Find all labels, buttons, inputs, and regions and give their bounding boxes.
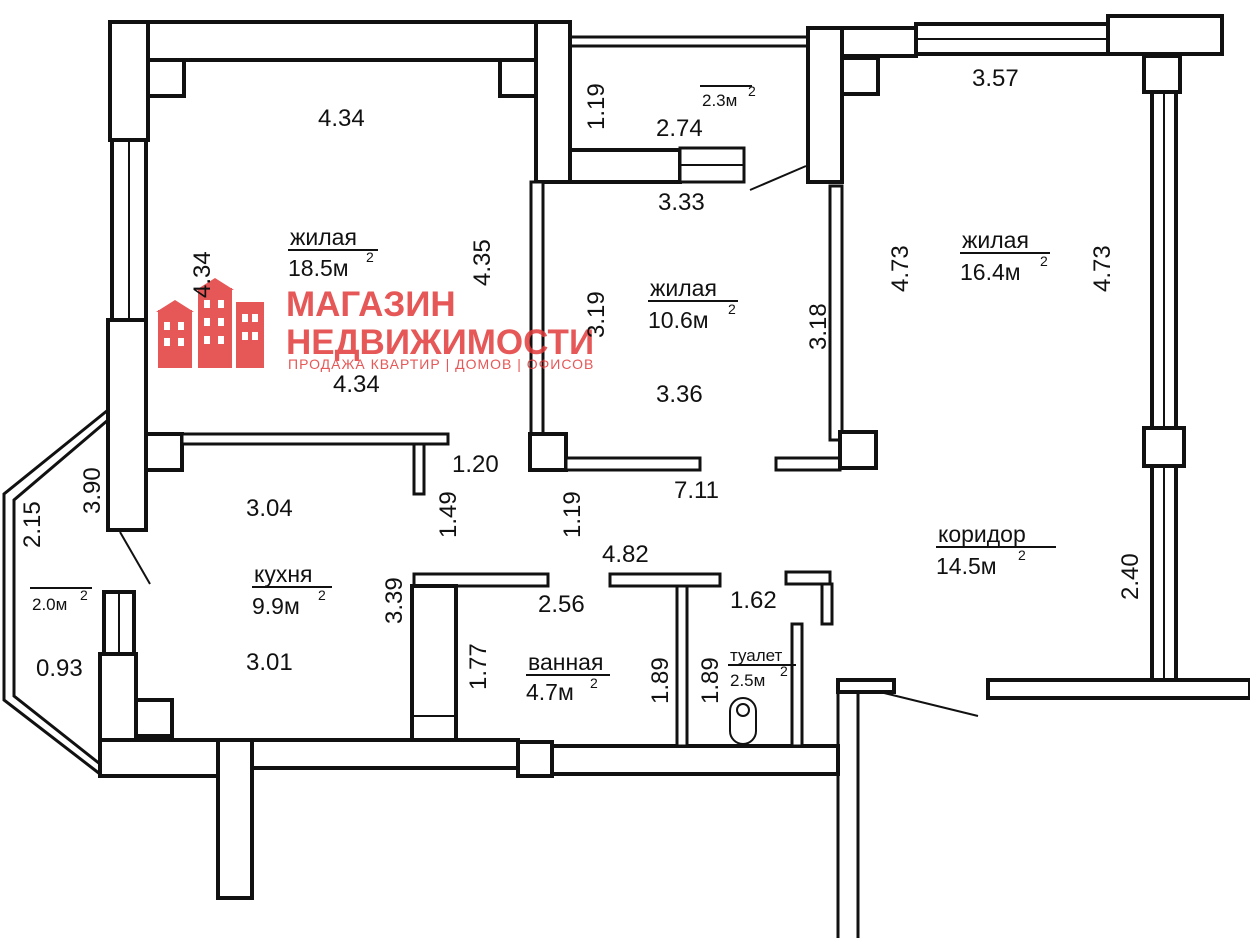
column <box>1142 54 1182 94</box>
dimension-label: 3.04 <box>246 495 293 522</box>
room-label-living2: жилая <box>650 275 717 301</box>
dimension-label: 3.36 <box>656 381 703 408</box>
dimension-label: 1.20 <box>452 451 499 478</box>
balcony-outline <box>2 408 109 776</box>
svg-text:2: 2 <box>1040 253 1048 269</box>
svg-text:2: 2 <box>728 301 736 317</box>
dimension-label: 4.34 <box>318 105 365 132</box>
dimension-label: 3.33 <box>658 189 705 216</box>
room-area-toilet: 2.5м <box>730 671 765 690</box>
dimension-label: 4.73 <box>1089 245 1116 292</box>
dimension-label: 3.39 <box>381 577 408 624</box>
room-label-toilet: туалет <box>730 646 783 665</box>
room-area-balcony-top: 2.3м <box>702 91 737 110</box>
logo-tagline: ПРОДАЖА КВАРТИР | ДОМОВ | ОФИСОВ <box>288 356 594 372</box>
dimension-label: 1.19 <box>583 83 610 130</box>
column <box>146 58 186 98</box>
dimension-label: 2.40 <box>1117 553 1144 600</box>
svg-text:2: 2 <box>1018 547 1026 563</box>
logo-line2: НЕДВИЖИМОСТИ <box>286 323 594 362</box>
logo-line1: МАГАЗИН <box>286 285 456 324</box>
wall <box>564 456 702 472</box>
wall <box>180 432 450 446</box>
room-area-living3: 16.4м <box>960 259 1021 285</box>
dimension-label: 1.77 <box>465 643 492 690</box>
wall <box>784 570 832 586</box>
wall <box>216 738 254 900</box>
svg-text:2: 2 <box>590 675 598 691</box>
wall <box>986 678 1250 700</box>
svg-text:2: 2 <box>780 663 788 679</box>
room-area-kitchen: 9.9м <box>252 593 300 619</box>
column <box>134 698 174 738</box>
column <box>528 432 568 472</box>
dimension-label: 4.73 <box>887 245 914 292</box>
dimension-label: 1.89 <box>697 657 724 704</box>
wall <box>828 184 844 442</box>
dimension-label: 3.90 <box>79 467 106 514</box>
wall <box>412 442 426 496</box>
wall <box>550 744 840 776</box>
dimension-label: 1.19 <box>559 491 586 538</box>
wall <box>820 582 834 626</box>
wall <box>568 148 682 184</box>
room-area-bath: 4.7м <box>526 679 574 705</box>
wall <box>250 738 520 770</box>
room-area-corridor: 14.5м <box>936 553 997 579</box>
room-label-corridor: коридор <box>938 521 1026 547</box>
dimension-label: 1.49 <box>435 491 462 538</box>
room-area-living1: 18.5м <box>288 255 349 281</box>
dimension-label: 4.34 <box>333 371 380 398</box>
dimension-label: 0.93 <box>36 655 83 682</box>
logo: МАГАЗИН НЕДВИЖИМОСТИ ПРОДАЖА КВАРТИР | Д… <box>156 278 594 372</box>
room-label-living3: жилая <box>962 227 1029 253</box>
dimension-label: 7.11 <box>674 477 719 504</box>
column <box>498 58 538 98</box>
wall <box>608 572 722 588</box>
wall <box>790 622 804 748</box>
dimension-label: 3.19 <box>583 291 610 338</box>
dimension-label: 4.34 <box>189 251 216 298</box>
toilet-icon <box>729 697 757 745</box>
dimension-label: 1.89 <box>647 657 674 704</box>
dimension-label: 2.15 <box>19 501 46 548</box>
wall <box>675 584 689 748</box>
svg-text:2: 2 <box>318 587 326 603</box>
svg-text:2: 2 <box>748 83 756 99</box>
svg-text:2: 2 <box>80 587 88 603</box>
room-label-bath: ванная <box>528 649 603 675</box>
dimension-label: 3.57 <box>972 65 1019 92</box>
dimension-label: 3.01 <box>246 649 293 676</box>
wall <box>410 584 458 742</box>
wall <box>108 20 572 62</box>
svg-text:2: 2 <box>366 249 374 265</box>
column <box>838 430 878 470</box>
wall <box>806 26 844 184</box>
room-label-living1: жилая <box>290 224 357 250</box>
wall <box>106 318 148 532</box>
dimension-label: 1.62 <box>730 587 777 614</box>
dimension-label: 4.35 <box>469 239 496 286</box>
room-area-living2: 10.6м <box>648 307 709 333</box>
wall <box>412 572 550 588</box>
wall <box>108 20 150 142</box>
wall <box>534 20 572 184</box>
wall <box>836 678 896 694</box>
room-label-kitchen: кухня <box>254 561 312 587</box>
dimension-label: 4.82 <box>602 541 649 568</box>
wall <box>774 456 842 472</box>
wall <box>1106 14 1224 56</box>
wall <box>529 180 545 444</box>
column <box>840 56 880 96</box>
building-icon <box>156 278 264 368</box>
dimension-label: 2.56 <box>538 591 585 618</box>
room-area-balcony-left: 2.0м <box>32 595 67 614</box>
column <box>516 740 554 778</box>
column <box>1142 426 1186 468</box>
column <box>144 432 184 472</box>
dimension-label: 3.18 <box>805 303 832 350</box>
dimension-label: 2.74 <box>656 115 703 142</box>
